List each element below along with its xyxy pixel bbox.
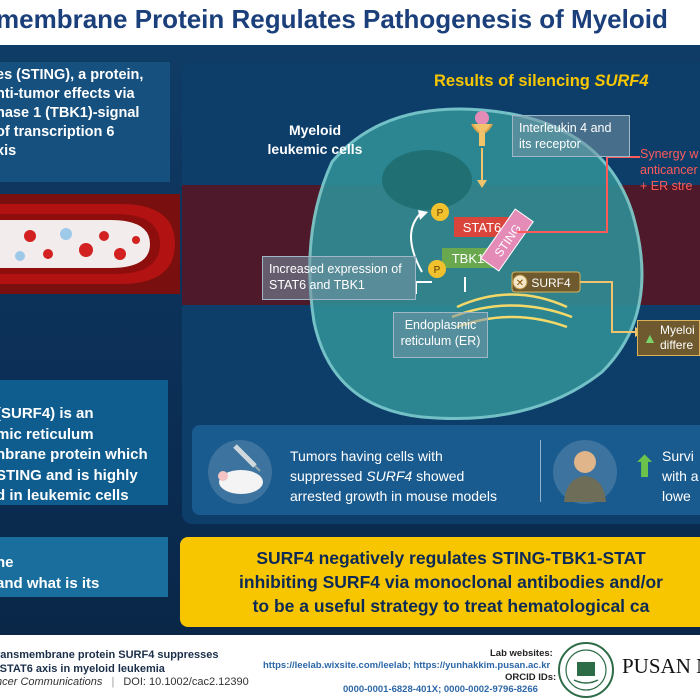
intro-line: xis [0,143,17,159]
blood-vessel-illustration [0,194,180,294]
intro-line: es (STING), a protein, [0,67,144,83]
differentiation-box: ▲ Myeloi differe [637,320,700,356]
conclusion-line: inhibiting SURF4 via monoclonal antibodi… [239,572,663,592]
up-arrow-icon: ⬆ [632,451,658,484]
surf4-label: SURF4 [531,276,571,290]
question-line: and what is its [0,575,100,592]
surf4-intro-line: nbrane protein which [0,446,148,463]
university-name: PUSAN N [622,654,700,678]
synergy-line: anticancer d [640,163,700,177]
surf4-intro-line: d in leukemic cells [0,487,129,504]
arrow-head [477,180,487,188]
phospho-icon [428,260,446,278]
results-title: Results of silencing SURF4 [434,72,649,91]
reference-title: ransmembrane protein SURF4 suppresses -S… [0,648,219,676]
results-title-gene: SURF4 [594,72,649,90]
tumor-text: Tumors having cells with suppressed SURF… [290,446,497,506]
intro-line: nti-tumor effects via [0,86,135,102]
mouse-icon [208,440,272,504]
stat6-label: STAT6 [463,220,502,235]
survival-line: Survi [662,448,694,464]
phospho-icon [431,203,449,221]
tumor-line: suppressed SURF4 showed [290,466,497,486]
silenced-icon [512,274,528,290]
tumor-line-post: showed [412,468,465,484]
question-text: he and what is its [0,552,168,594]
doi-link[interactable]: DOI: 10.1002/cac2.12390 [123,676,249,688]
survival-text: Survi with a lowe [662,446,699,506]
lab-websites-label: Lab websites: [490,648,553,659]
phospho-label: P [434,265,441,276]
conclusion-line: SURF4 negatively regulates STING-TBK1-ST… [256,548,646,568]
tumor-line-pre: suppressed [290,468,367,484]
reference-line: -STAT6 axis in myeloid leukemia [0,663,165,675]
synergy-line [517,156,640,233]
surf4-intro-panel [0,380,168,505]
surf4-intro-line: mic reticulum [0,425,94,443]
receptor-stem [479,132,485,146]
feedback-arrow [410,211,423,273]
outcomes-panel [192,425,700,515]
er-membrane [456,293,568,309]
conclusion-line: to be a useful strategy to treat hematol… [252,596,650,616]
stat6-block [454,217,510,237]
er-label-box: Endoplasmic reticulum (ER) [393,312,488,358]
title-bar: membrane Protein Regulates Pathogenesis … [0,0,700,45]
intro-line: of transcription 6 [0,124,115,140]
diff-line: Myeloi [660,323,695,337]
synergy-text: Synergy w anticancer d + ER stre [640,146,700,194]
surf4-intro-line: (SURF4) is an [0,405,94,422]
intro-panel [0,62,170,182]
patient-icon [553,440,617,504]
survival-line: with a [662,468,699,484]
arrow-head [418,210,428,220]
phospho-label: P [437,208,444,219]
orcid-links[interactable]: 0000-0001-6828-401X; 0000-0002-9796-8266 [343,684,538,695]
nucleus [382,150,472,210]
journal-name: ncer Communications [0,676,103,688]
surf4-intro-text: (SURF4) is an mic reticulum nbrane prote… [0,404,168,507]
synergy-line: Synergy w [640,147,699,161]
tbk1-label: TBK1 [452,251,485,266]
up-arrow-icon: ▲ [643,330,657,346]
cells-label: Myeloid leukemic cells [267,122,363,157]
surf4-intro-line: STING and is highly [0,466,138,484]
tumor-line: arrested growth in mouse models [290,488,497,504]
results-title-text: Results of silencing [434,72,595,90]
conclusion-panel [180,537,700,627]
outcomes-divider [540,440,541,502]
increased-expression-box: Increased expression of STAT6 and TBK1 [262,256,416,300]
surf4-arrow [580,281,637,333]
question-panel [0,537,168,597]
tumor-line: Tumors having cells with [290,448,443,464]
citation: ncer Communications | DOI: 10.1002/cac2.… [0,676,249,688]
citation-separator: | [111,676,115,688]
reference-line: ransmembrane protein SURF4 suppresses [0,649,219,661]
survival-line: lowe [662,488,691,504]
silenced-mark: ✕ [516,278,524,289]
intro-text: es (STING), a protein, nti-tumor effects… [0,66,168,161]
lab-websites-links[interactable]: https://leelab.wixsite.com/leelab; https… [263,660,551,671]
page-title: membrane Protein Regulates Pathogenesis … [0,4,668,34]
tumor-line-gene: SURF4 [366,468,413,484]
diff-line: differe [660,338,694,352]
intro-line: nase 1 (TBK1)-signal [0,105,140,121]
conclusion-text: SURF4 negatively regulates STING-TBK1-ST… [186,546,700,618]
university-seal-icon [558,642,614,698]
question-line: he [0,554,14,571]
il4-label-box: Interleukin 4 and its receptor [512,115,630,157]
orcid-label: ORCID IDs: [505,672,557,683]
synergy-line: + ER stre [640,179,693,193]
interleukin-ligand-icon [475,111,489,125]
tbk1-block [442,248,494,268]
